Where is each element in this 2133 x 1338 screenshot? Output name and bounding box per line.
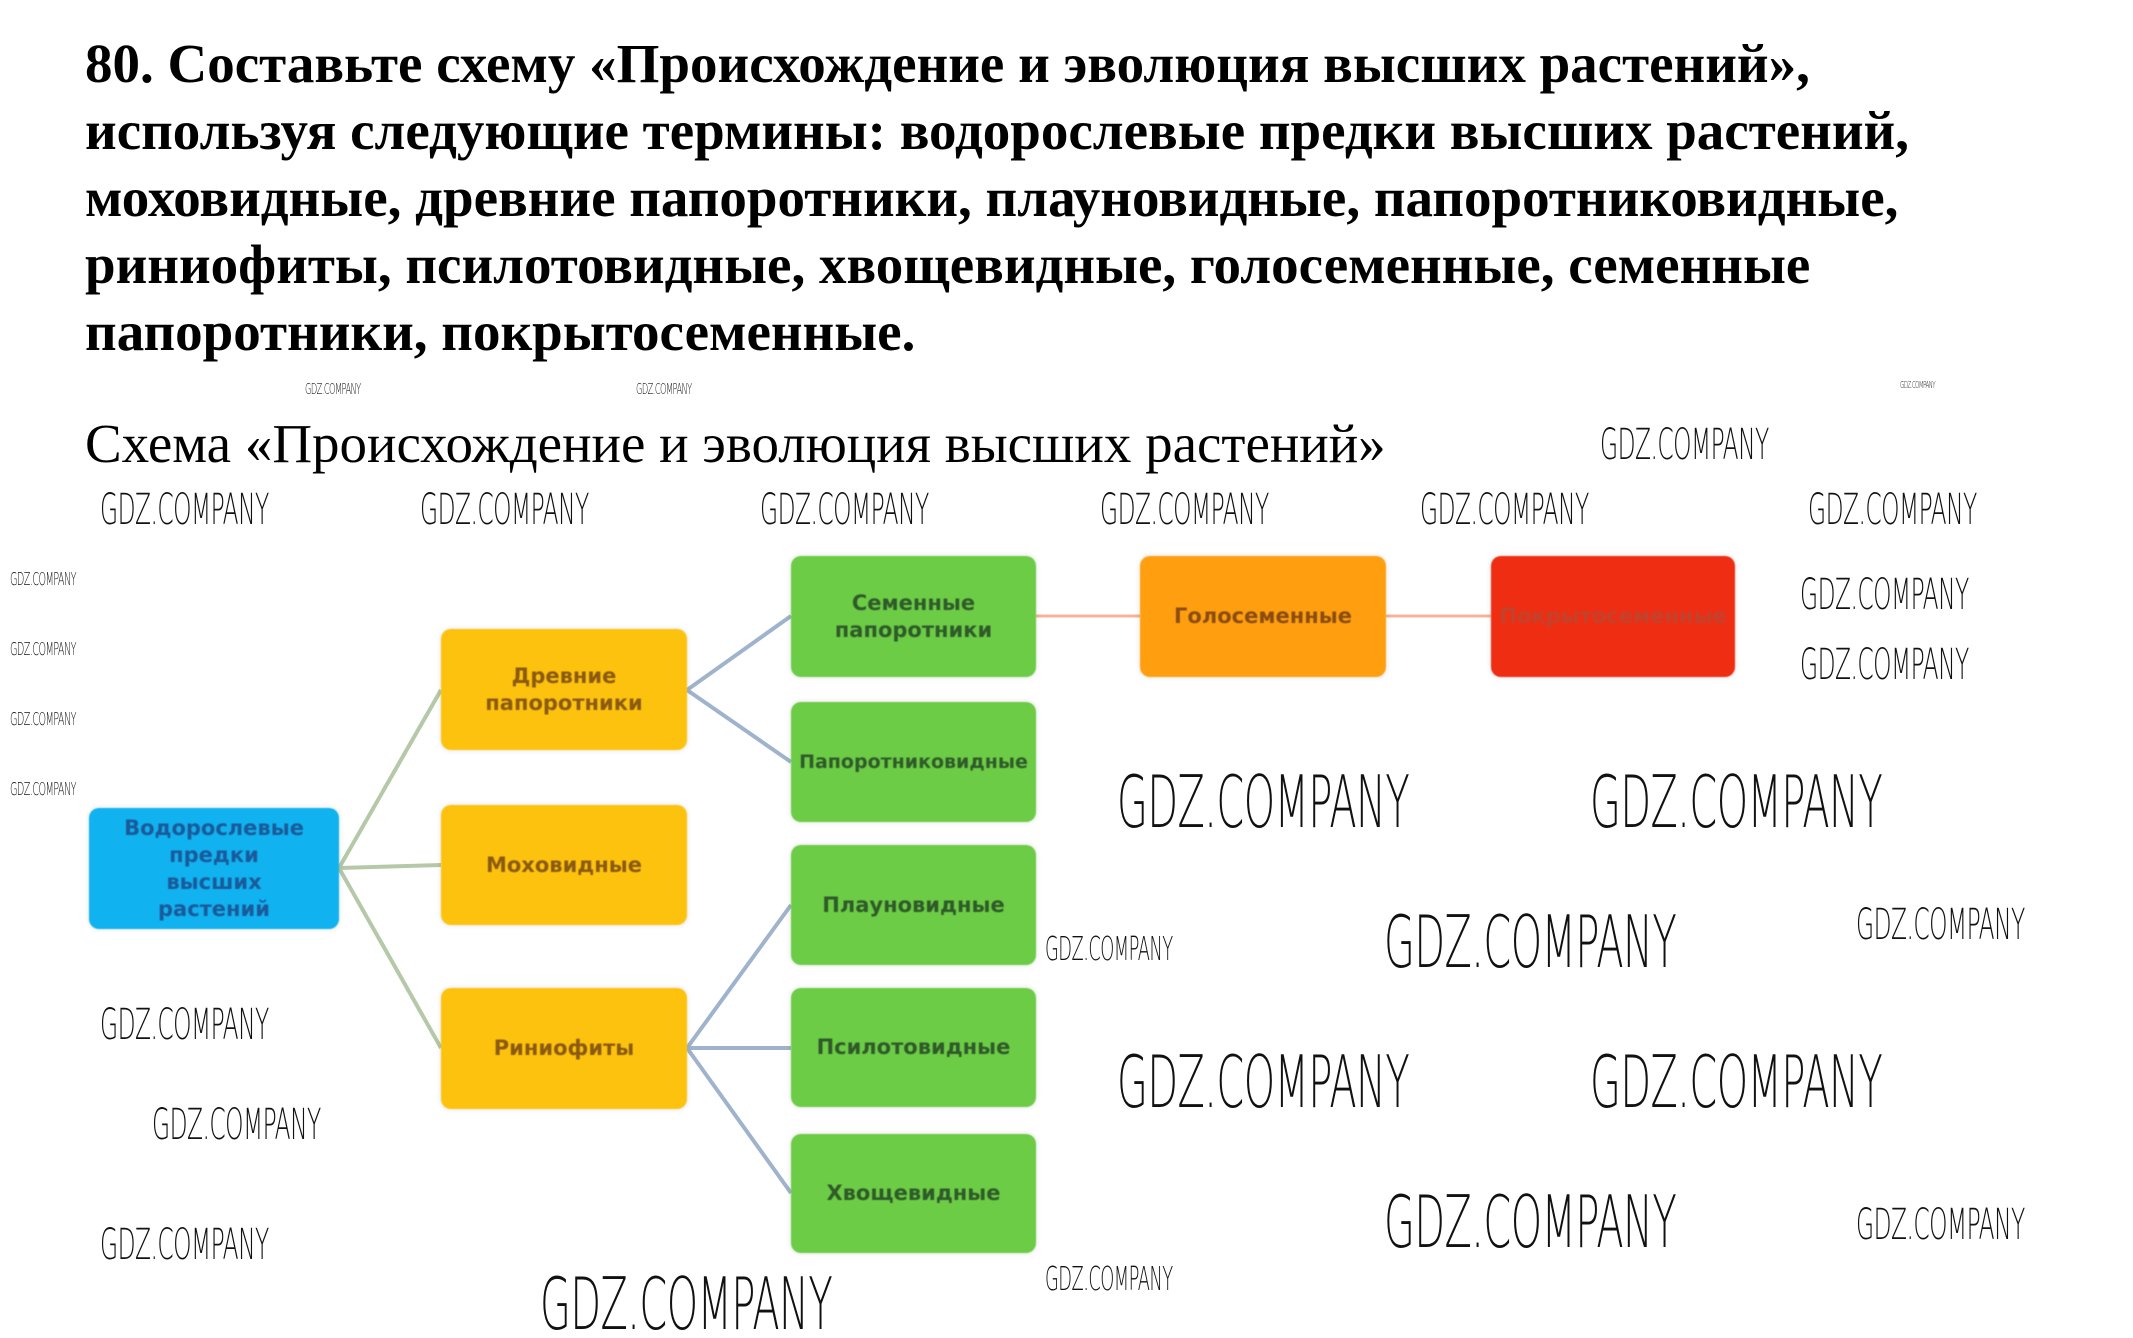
node-label: Голосеменные [1174,604,1352,628]
node-label: Моховидные [485,852,642,877]
node-label: Плауновидные [822,892,1005,917]
node-ancient-ferns: Древние папоротники [441,629,687,750]
task-line: папоротники, покрытосеменные. [85,301,916,362]
node-seed-ferns: Семенные папоротники [791,556,1036,677]
node-psilotophytes: Псилотовидные [791,988,1036,1107]
connector [685,614,793,692]
task-line: используя следующие термины: водорослевы… [85,100,1909,161]
node-label: Семенные папоротники [834,590,993,642]
task-line: 80. Составьте схему «Происхождение и эво… [85,33,1810,94]
node-label: Хвощевидные [826,1181,1001,1205]
node-horsetails: Хвощевидные [791,1134,1036,1253]
node-label: Риниофиты [493,1036,635,1060]
connector [685,688,793,764]
node-rhyniophytes: Риниофиты [441,988,687,1109]
connector [685,1046,793,1195]
node-angiosperms: Покрытосеменные [1491,556,1735,677]
connector [338,863,442,870]
node-label: Водорослевые предки высших растений [124,815,304,921]
task-line: моховидные, древние папоротники, плаунов… [85,167,1899,228]
node-gymnosperms: Голосеменные [1140,556,1386,677]
node-bryophytes: Моховидные [441,805,687,925]
node-label: Древние папоротники [485,663,643,715]
node-algal-ancestors: Водорослевые предки высших растений [89,808,339,929]
node-lycophytes: Плауновидные [791,845,1036,965]
node-pteridophytes: Папоротниковидные [791,702,1036,822]
task-text: 80. Составьте схему «Происхождение и эво… [85,30,2115,365]
diagram-title: Схема «Происхождение и эволюция высших р… [85,413,1386,474]
node-label: Псилотовидные [816,1035,1011,1059]
connector [685,903,793,1050]
connector [337,867,443,1049]
task-line: риниофиты, псилотовидные, хвощевидные, г… [85,234,1811,295]
connector [337,689,443,869]
node-label: Папоротниковидные [799,750,1028,773]
node-label: Покрытосеменные [1499,604,1727,628]
